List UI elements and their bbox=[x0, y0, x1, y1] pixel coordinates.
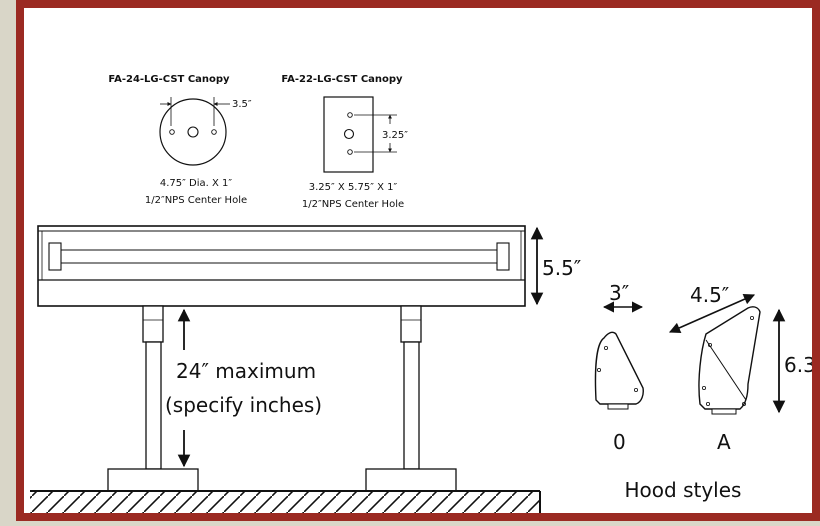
canopy-rect-mount-hole bbox=[347, 149, 353, 155]
hood-0-label: 0 bbox=[613, 430, 626, 454]
lamp-socket-right bbox=[496, 242, 510, 271]
canopy-rect-title: FA-22-LG-CST Canopy bbox=[281, 74, 403, 85]
stem-left bbox=[107, 305, 199, 492]
canopy-rect-center-hole bbox=[343, 128, 355, 140]
canopy-round-outline bbox=[159, 98, 227, 166]
canopy-rect-dimension: 3.25″ bbox=[382, 130, 408, 141]
hood-a-width-label: 4.5″ bbox=[690, 283, 729, 307]
hood-styles-caption: Hood styles bbox=[625, 478, 742, 502]
hood-style-0: 3″ 0 bbox=[594, 281, 644, 454]
hood-a-label: A bbox=[717, 430, 731, 454]
canopy-round-dimension: 3.5″ bbox=[232, 99, 252, 110]
canopy-round-mount-hole bbox=[169, 129, 175, 135]
canopy-round-title: FA-24-LG-CST Canopy bbox=[108, 74, 230, 85]
hood-0-shape bbox=[594, 331, 644, 405]
canopy-round-mount-hole bbox=[211, 129, 217, 135]
canopy-rect: FA-22-LG-CST Canopy 3.25″ 3.25″ X 5.75″ … bbox=[281, 74, 408, 210]
base-plate-left bbox=[107, 468, 199, 492]
floor-hatch bbox=[30, 490, 541, 513]
canopy-rect-caption-2: 1/2″NPS Center Hole bbox=[302, 199, 404, 210]
canopy-round: FA-24-LG-CST Canopy 3.5″ 4.75″ Dia. X 1″… bbox=[108, 74, 251, 206]
canopy-rect-mount-hole bbox=[347, 112, 353, 118]
canopy-round-center-hole bbox=[187, 126, 199, 138]
canopy-rect-outline bbox=[323, 96, 374, 173]
stem-right bbox=[365, 305, 457, 492]
red-border-right bbox=[812, 0, 820, 521]
canopy-round-caption-2: 1/2″NPS Center Hole bbox=[145, 195, 247, 206]
lamp-socket-left bbox=[48, 242, 62, 271]
stem-label-line-2: (specify inches) bbox=[165, 393, 322, 417]
canopy-rect-caption-1: 3.25″ X 5.75″ X 1″ bbox=[309, 182, 398, 193]
stem-label-line-1: 24″ maximum bbox=[176, 359, 316, 383]
fixture-housing bbox=[37, 225, 526, 307]
base-plate-right bbox=[365, 468, 457, 492]
canopy-round-caption-1: 4.75″ Dia. X 1″ bbox=[160, 178, 233, 189]
hood-0-width-label: 3″ bbox=[609, 281, 629, 305]
fixture-height-label: 5.5″ bbox=[542, 256, 581, 280]
hood-a-width-arrow bbox=[668, 293, 756, 334]
